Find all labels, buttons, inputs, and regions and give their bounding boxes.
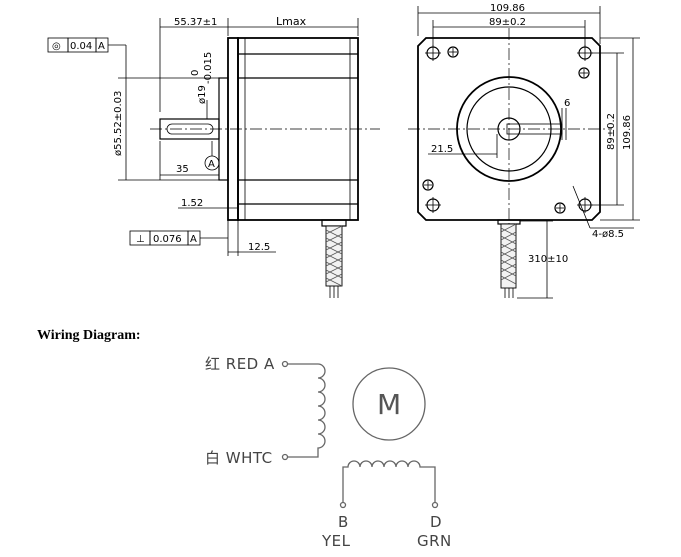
shaft-end-circle <box>497 117 521 141</box>
screw-head <box>554 202 566 214</box>
dim-key-depth: 21.5 <box>431 144 453 155</box>
red-terminal <box>281 360 289 368</box>
tolerance-frame-concentricity: ◎ 0.04 A <box>47 37 127 78</box>
dim-shaft-diameter: ø19 <box>197 85 208 104</box>
screw-head <box>422 179 434 191</box>
perpendicular-icon: ⊥ <box>136 234 145 245</box>
dim-pilot: 12.5 <box>248 242 270 253</box>
mounting-hole <box>577 197 593 213</box>
mounting-hole <box>425 197 441 213</box>
dim-flange-thickness: 1.52 <box>181 198 203 209</box>
holes-leader <box>572 185 591 229</box>
motor-symbol <box>352 367 426 441</box>
cable-braid <box>500 223 517 289</box>
perpendicular-value: 0.076 <box>153 234 182 245</box>
mounting-hole <box>577 45 593 61</box>
phase-b-color: YEL <box>321 532 351 550</box>
dim-cable-length: 310±10 <box>528 254 568 265</box>
phase-b-terminal <box>339 501 347 509</box>
red-wire-label: 红 RED A <box>205 355 275 373</box>
wiring-diagram: Wiring Diagram: 红 RED A 白 WHTC M B YEL D… <box>37 328 452 550</box>
dim-shaft-length: 35 <box>176 164 189 175</box>
front-flange-outline <box>417 37 601 221</box>
white-wire-label: 白 WHTC <box>205 449 273 467</box>
concentricity-icon: ◎ <box>52 41 61 52</box>
dim-shaft-tol-lower: -0.015 <box>203 52 214 84</box>
phase-d-color: GRN <box>417 532 452 550</box>
phase-d-terminal <box>431 501 439 509</box>
dim-holes: 4-ø8.5 <box>592 229 624 240</box>
tolerance-frame-perpendicular: ⊥ 0.076 A <box>129 230 228 246</box>
white-terminal <box>281 453 289 461</box>
mounting-hole <box>425 45 441 61</box>
dim-flange-offset: 55.37±1 <box>174 17 217 28</box>
wiring-heading: Wiring Diagram: <box>37 328 141 343</box>
dim-outer-height: 109.86 <box>622 115 633 150</box>
side-view: 55.37±1 Lmax ø55.52±0.03 ø19 0 -0.015 35… <box>47 15 380 298</box>
dim-hole-spacing-side: 89±0.2 <box>606 113 617 150</box>
screw-head <box>447 46 459 58</box>
phase-b-letter: B <box>338 513 349 531</box>
shaft-key-end <box>166 123 173 135</box>
coil-b-d <box>342 460 436 502</box>
coil-a-c <box>288 363 326 458</box>
dim-outer-width: 109.86 <box>490 3 525 14</box>
concentricity-datum: A <box>98 41 105 52</box>
cable-braid <box>325 225 343 287</box>
concentricity-value: 0.04 <box>70 41 92 52</box>
dim-body-diameter: ø55.52±0.03 <box>113 91 124 156</box>
dim-length: Lmax <box>276 15 307 28</box>
front-view: 109.86 89±0.2 89±0.2 109.86 6 21.5 4-ø8.… <box>408 3 640 299</box>
dim-hole-spacing-top: 89±0.2 <box>489 17 526 28</box>
datum-marker: A <box>208 159 215 170</box>
dim-shaft-tol-upper: 0 <box>190 70 201 76</box>
motor-letter: M <box>377 388 401 421</box>
screw-head <box>578 67 590 79</box>
perpendicular-datum: A <box>190 234 197 245</box>
phase-d-letter: D <box>430 513 442 531</box>
pilot-inner-circle <box>466 86 552 172</box>
dim-key-width: 6 <box>564 98 570 109</box>
pilot-outer-circle <box>456 76 562 182</box>
